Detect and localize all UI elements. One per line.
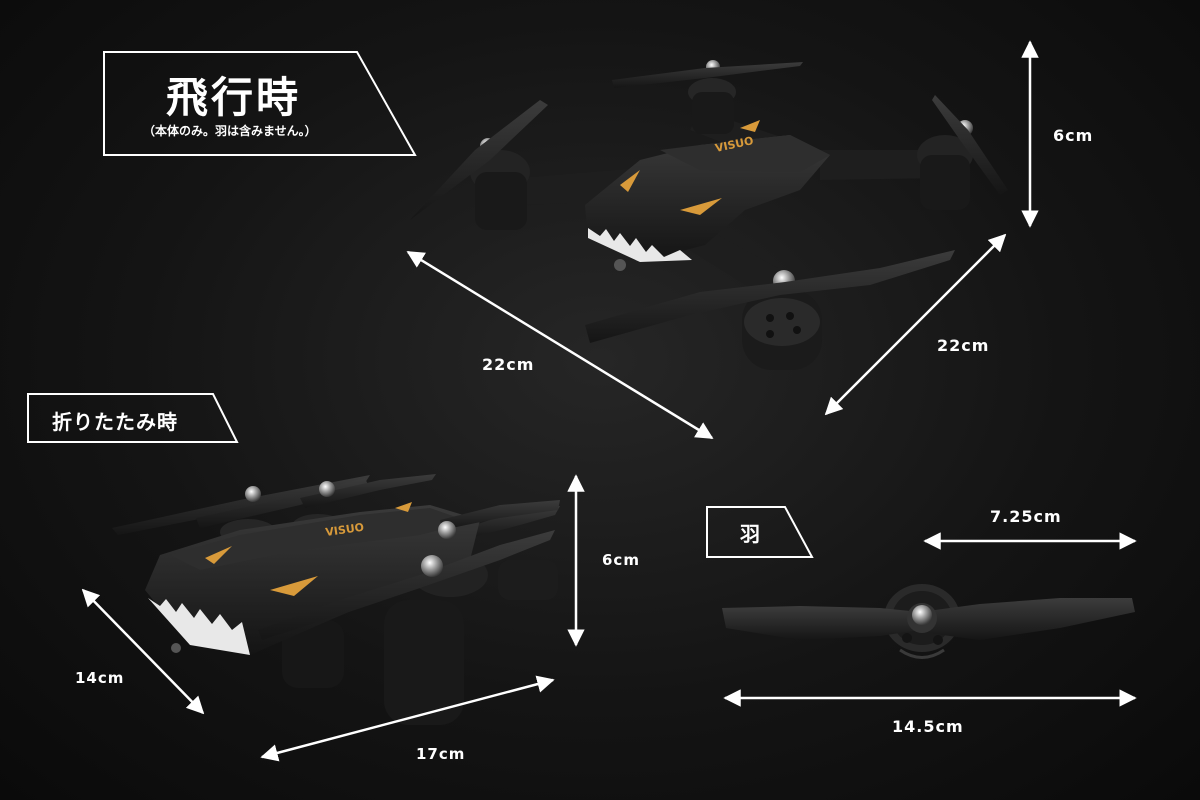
folded-height-label: 6cm <box>602 551 640 569</box>
propeller-banner <box>706 506 814 558</box>
folded-width-arrow <box>81 588 205 715</box>
folded-banner <box>27 393 239 443</box>
flight-title: 飛行時 <box>166 73 302 122</box>
flight-height-label: 6cm <box>1053 126 1094 145</box>
folded-title: 折りたたみ時 <box>52 410 178 434</box>
propeller-half-label: 7.25cm <box>990 507 1062 526</box>
folded-length-arrow <box>260 675 555 762</box>
flight-width-label: 22cm <box>482 355 535 374</box>
motor-front <box>742 270 822 370</box>
folded-drone-logo: VISUO <box>325 521 365 539</box>
folded-drone: VISUO <box>112 474 560 725</box>
flight-drone: VISUO <box>410 60 1008 370</box>
flight-subtitle: （本体のみ。羽は含みません。） <box>143 124 317 138</box>
flight-depth-label: 22cm <box>937 336 990 355</box>
flight-depth-arrow <box>824 233 1007 416</box>
folded-length-label: 17cm <box>416 745 466 763</box>
propeller-illustration <box>722 584 1135 659</box>
folded-width-label: 14cm <box>75 669 125 687</box>
propeller-full-label: 14.5cm <box>892 717 964 736</box>
flight-banner <box>103 51 417 156</box>
propeller-title: 羽 <box>740 522 760 546</box>
flight-width-arrow <box>406 250 714 440</box>
